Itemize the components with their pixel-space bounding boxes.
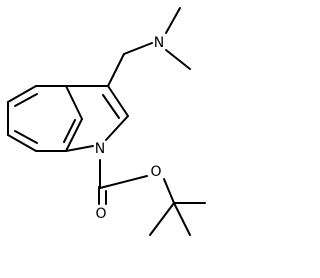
bond (149, 202, 175, 236)
amine-nitrogen-label: N (154, 35, 164, 51)
indole-nitrogen-label: N (95, 141, 105, 157)
carbonyl-oxygen-label: O (95, 206, 106, 222)
bond (107, 53, 125, 87)
double-bond-inner (14, 93, 38, 107)
bond (123, 42, 153, 55)
bond (173, 202, 191, 236)
bond (65, 145, 94, 152)
double-bond-inner (63, 119, 76, 143)
bond (65, 118, 83, 152)
dimethylaminomethyl-group: N (107, 7, 191, 87)
bond (65, 85, 83, 120)
bond (7, 85, 37, 103)
structure-drawing: N N O O (7, 7, 206, 236)
benzene-ring (7, 85, 83, 152)
bond (99, 175, 148, 189)
bond (165, 49, 191, 70)
bond (163, 178, 175, 204)
molecule-canvas: N N O O (7, 7, 206, 236)
double-bond-inner (102, 94, 120, 119)
pyrrole-ring (65, 85, 129, 152)
double-bond-inner (14, 130, 38, 144)
bond (105, 115, 129, 141)
ester-oxygen-label: O (150, 164, 161, 180)
boc-group: N O O (95, 141, 206, 236)
bond (107, 85, 129, 117)
bond (7, 134, 37, 152)
bond (165, 7, 181, 34)
